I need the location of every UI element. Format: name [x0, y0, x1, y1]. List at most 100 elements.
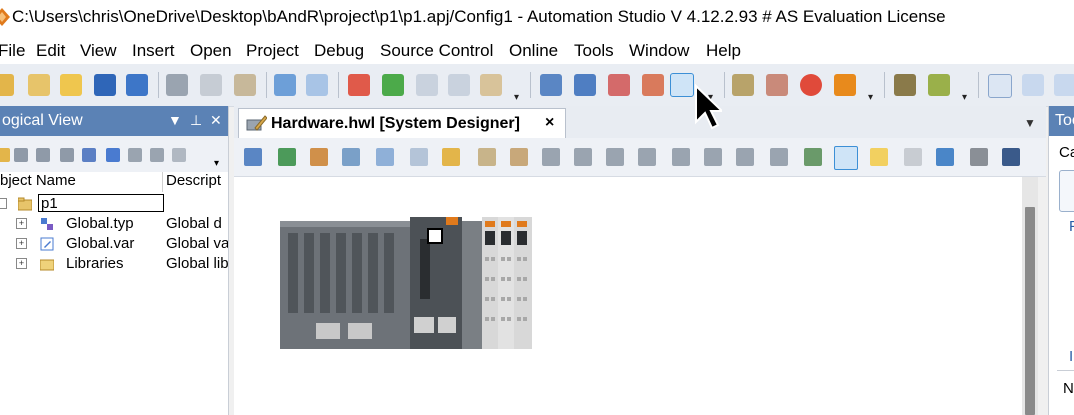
folder-filter-icon[interactable]: [0, 148, 10, 162]
configure-icon[interactable]: [376, 148, 394, 166]
align-top-icon[interactable]: [606, 148, 624, 166]
tree-item-global-var[interactable]: + Global.var Global va: [0, 234, 228, 254]
delete-icon[interactable]: [348, 74, 370, 96]
window-icon[interactable]: [988, 74, 1012, 98]
object-icon[interactable]: [448, 74, 470, 96]
center-horizontal-icon[interactable]: [672, 148, 690, 166]
traffic-light-icon[interactable]: [834, 74, 856, 96]
menu-insert[interactable]: Insert: [132, 41, 175, 60]
text-toggle-icon[interactable]: [834, 146, 858, 170]
library-filter-icon[interactable]: [150, 148, 164, 162]
connect-icon[interactable]: [342, 148, 360, 166]
properties-icon[interactable]: [416, 74, 438, 96]
expand-toggle-icon[interactable]: +: [16, 238, 27, 249]
zoom-icon[interactable]: [278, 148, 296, 166]
align-right-icon[interactable]: [574, 148, 592, 166]
message-icon[interactable]: [1022, 74, 1044, 96]
expand-toggle-icon[interactable]: +: [16, 258, 27, 269]
expand-toggle-icon[interactable]: +: [16, 218, 27, 229]
variable-filter-icon[interactable]: [106, 148, 120, 162]
tree-item-global-typ[interactable]: + Global.typ Global d: [0, 214, 228, 234]
open-project-icon[interactable]: [28, 74, 50, 96]
plc-hardware-image[interactable]: [280, 217, 534, 351]
save-all-icon[interactable]: [126, 74, 148, 96]
pane-menu-chevron-icon[interactable]: ▼: [168, 112, 182, 128]
space-horizontal-icon[interactable]: [736, 148, 754, 166]
text-tool-icon[interactable]: [870, 148, 888, 166]
menu-project[interactable]: Project: [246, 41, 299, 60]
chevron-down-icon[interactable]: ▾: [708, 92, 714, 103]
system-designer-canvas[interactable]: [234, 177, 1022, 415]
debug-icon[interactable]: [894, 74, 916, 96]
column-header-description[interactable]: Descript: [166, 172, 228, 192]
scrollbar-thumb[interactable]: [1025, 207, 1035, 415]
hand-icon[interactable]: [510, 148, 528, 166]
menu-help[interactable]: Help: [706, 41, 741, 60]
debug-run-icon[interactable]: [928, 74, 950, 96]
open-folder-icon[interactable]: [60, 74, 82, 96]
tools-icon[interactable]: [172, 148, 186, 162]
simulation-icon[interactable]: [670, 73, 694, 97]
tree-item-root[interactable]: p1: [0, 194, 228, 214]
compare-icon[interactable]: [766, 74, 788, 96]
pointer-icon[interactable]: [478, 148, 496, 166]
chevron-down-icon[interactable]: ▾: [214, 158, 220, 169]
collapse-toggle-icon[interactable]: [0, 198, 7, 209]
refresh-view-icon[interactable]: [244, 148, 262, 166]
tab-hardware[interactable]: Hardware.hwl [System Designer] ×: [238, 108, 566, 139]
menu-tools[interactable]: Tools: [574, 41, 614, 60]
menu-open[interactable]: Open: [190, 41, 232, 60]
snap-icon[interactable]: [936, 148, 954, 166]
transfer-icon[interactable]: [642, 74, 664, 96]
copy-icon[interactable]: [200, 74, 222, 96]
list-icon[interactable]: [36, 148, 50, 162]
column-header-name[interactable]: bject Name: [0, 172, 163, 192]
power-icon[interactable]: [800, 74, 822, 96]
chevron-down-icon[interactable]: ▾: [962, 92, 968, 103]
menu-source-control[interactable]: Source Control: [380, 41, 494, 60]
tree-item-libraries[interactable]: + Libraries Global lib: [0, 254, 228, 274]
close-tab-icon[interactable]: ×: [545, 114, 555, 131]
pin-icon[interactable]: ⊥: [190, 112, 203, 128]
new-project-icon[interactable]: [0, 74, 14, 96]
menu-online[interactable]: Online: [509, 41, 559, 60]
lock-icon[interactable]: [442, 148, 460, 166]
space-vertical-icon[interactable]: [770, 148, 788, 166]
clean-icon[interactable]: [608, 74, 630, 96]
align-left-icon[interactable]: [542, 148, 560, 166]
monitor-icon[interactable]: [732, 74, 754, 96]
export-icon[interactable]: [1002, 148, 1020, 166]
paste-icon[interactable]: [234, 74, 256, 96]
function-filter-icon[interactable]: [128, 148, 142, 162]
center-vertical-icon[interactable]: [704, 148, 722, 166]
chevron-down-icon[interactable]: ▾: [514, 92, 520, 103]
menu-window[interactable]: Window: [629, 41, 690, 60]
message-alt-icon[interactable]: [1054, 74, 1074, 96]
search-tool-icon[interactable]: [970, 148, 988, 166]
add-module-icon[interactable]: [310, 148, 328, 166]
rename-field[interactable]: p1: [38, 194, 164, 212]
cut-icon[interactable]: [166, 74, 188, 96]
settings-icon[interactable]: [480, 74, 502, 96]
rebuild-icon[interactable]: [574, 74, 596, 96]
toolbox-item-link[interactable]: I: [1069, 348, 1074, 365]
menu-debug[interactable]: Debug: [314, 41, 365, 60]
menu-edit[interactable]: Edit: [36, 41, 66, 60]
close-pane-icon[interactable]: ✕: [210, 112, 222, 128]
toolbox-search-field[interactable]: [1059, 170, 1074, 212]
filter-icon[interactable]: [14, 148, 28, 162]
view-icon[interactable]: [410, 148, 428, 166]
grid-icon[interactable]: [904, 148, 922, 166]
details-icon[interactable]: [60, 148, 74, 162]
toolbox-filter-link[interactable]: F: [1069, 218, 1074, 235]
align-bottom-icon[interactable]: [638, 148, 656, 166]
chevron-down-icon[interactable]: ▾: [868, 92, 874, 103]
auto-layout-icon[interactable]: [804, 148, 822, 166]
refresh-icon[interactable]: [382, 74, 404, 96]
redo-icon[interactable]: [306, 74, 328, 96]
menu-file[interactable]: File: [0, 41, 26, 60]
save-icon[interactable]: [94, 74, 116, 96]
type-filter-icon[interactable]: [82, 148, 96, 162]
tab-list-chevron-icon[interactable]: ▼: [1024, 116, 1036, 130]
undo-icon[interactable]: [274, 74, 296, 96]
